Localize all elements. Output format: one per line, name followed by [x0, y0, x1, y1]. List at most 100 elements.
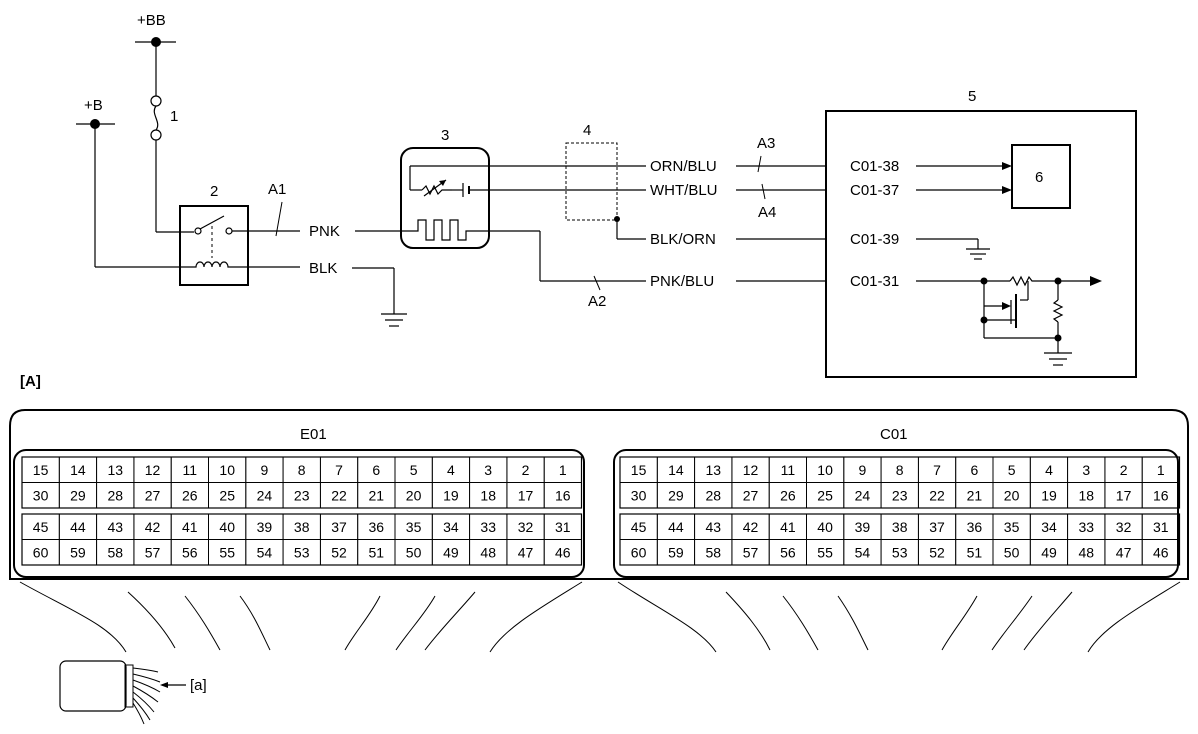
e01-pin-57: 57 [145, 544, 161, 560]
e01-pin-29: 29 [70, 487, 86, 503]
c01-pin-26: 26 [780, 487, 796, 503]
e01-pin-38: 38 [294, 519, 310, 535]
e01-pin-32: 32 [518, 519, 534, 535]
c01-pin-42: 42 [743, 519, 759, 535]
e01-pin-19: 19 [443, 487, 459, 503]
e01-pin-1: 1 [559, 462, 567, 478]
e01-pin-cell [543, 482, 582, 509]
sensor-number: 3 [441, 127, 449, 144]
e01-pin-23: 23 [294, 487, 310, 503]
c01-pin-43: 43 [706, 519, 722, 535]
sensor-3: 3 [400, 127, 540, 249]
e01-pin-36: 36 [369, 519, 385, 535]
e01-pin-56: 56 [182, 544, 198, 560]
shield-number: 4 [583, 122, 591, 139]
e01-pin-13: 13 [108, 462, 124, 478]
e01-pin-4: 4 [447, 462, 455, 478]
c01-pin-12: 12 [743, 462, 759, 478]
marker-a2: A2 [588, 293, 606, 310]
e01-pin-16: 16 [555, 487, 571, 503]
c01-pin-25: 25 [817, 487, 833, 503]
c01-pin-40: 40 [817, 519, 833, 535]
c01-pin-cell [1141, 539, 1180, 566]
c01-pin-46: 46 [1153, 544, 1169, 560]
c01-pin-57: 57 [743, 544, 759, 560]
e01-pin-53: 53 [294, 544, 310, 560]
e01-pin-60: 60 [33, 544, 49, 560]
e01-pin-17: 17 [518, 487, 534, 503]
ecu-block-number: 6 [1035, 169, 1043, 186]
c01-pin-49: 49 [1041, 544, 1057, 560]
e01-pin-30: 30 [33, 487, 49, 503]
c01-pin-2: 2 [1120, 462, 1128, 478]
c01-pin-11: 11 [781, 462, 796, 478]
e01-pin-5: 5 [410, 462, 418, 478]
c01-pin-3: 3 [1082, 462, 1090, 478]
bb-supply: +BB [135, 12, 176, 96]
connector-e01-name: E01 [300, 426, 327, 443]
e01-pin-21: 21 [369, 487, 385, 503]
e01-pin-20: 20 [406, 487, 422, 503]
e01-pin-27: 27 [145, 487, 161, 503]
c01-pin-23: 23 [892, 487, 908, 503]
connector-e01 [13, 449, 585, 578]
section-label-a: [A] [20, 373, 41, 390]
e01-pin-58: 58 [108, 544, 124, 560]
e01-pin-50: 50 [406, 544, 422, 560]
c01-pin-19: 19 [1041, 487, 1057, 503]
fuse-number: 1 [170, 108, 178, 125]
wire-orn-blu: ORN/BLU [650, 158, 717, 175]
e01-pin-52: 52 [331, 544, 347, 560]
harness-label: [a] [190, 677, 207, 694]
ground-symbol-1 [381, 313, 407, 327]
e01-pin-45: 45 [33, 519, 49, 535]
c01-pin-1: 1 [1157, 462, 1165, 478]
ecu-number: 5 [968, 88, 976, 105]
c01-pin-37: 37 [929, 519, 945, 535]
c01-pin-7: 7 [933, 462, 941, 478]
c01-pin-31: 31 [1153, 519, 1169, 535]
ecu-5: 5 C01-38 C01-37 6 C01-39 C01-31 [825, 88, 1137, 378]
e01-pin-55: 55 [219, 544, 235, 560]
c01-pin-6: 6 [971, 462, 979, 478]
c01-pin-16: 16 [1153, 487, 1169, 503]
c01-pin-20: 20 [1004, 487, 1020, 503]
e01-pin-14: 14 [70, 462, 86, 478]
c01-pin-58: 58 [706, 544, 722, 560]
bb-label: +BB [137, 12, 166, 29]
e01-pin-11: 11 [183, 462, 198, 478]
c01-pin-39: 39 [855, 519, 871, 535]
c01-pin-17: 17 [1116, 487, 1132, 503]
c01-pin-33: 33 [1079, 519, 1095, 535]
e01-pin-41: 41 [182, 519, 198, 535]
c01-pin-53: 53 [892, 544, 908, 560]
c01-pin-38: 38 [892, 519, 908, 535]
e01-pin-59: 59 [70, 544, 86, 560]
c01-pin-56: 56 [780, 544, 796, 560]
e01-pin-48: 48 [480, 544, 496, 560]
c01-pin-29: 29 [668, 487, 684, 503]
c01-pin-9: 9 [859, 462, 867, 478]
c01-pin-4: 4 [1045, 462, 1053, 478]
e01-pin-2: 2 [522, 462, 530, 478]
marker-a3: A3 [757, 135, 775, 152]
c01-pin-24: 24 [855, 487, 871, 503]
e01-pin-54: 54 [257, 544, 273, 560]
c01-pin-52: 52 [929, 544, 945, 560]
c01-pin-15: 15 [631, 462, 647, 478]
c01-pin-36: 36 [967, 519, 983, 535]
plug-body [59, 660, 127, 712]
ground-symbol-2 [966, 248, 990, 260]
wire-pnk-blu: PNK/BLU [650, 273, 714, 290]
c01-pin-55: 55 [817, 544, 833, 560]
e01-pin-22: 22 [331, 487, 347, 503]
c01-pin-47: 47 [1116, 544, 1132, 560]
b-label: +B [84, 97, 103, 114]
c01-pin-35: 35 [1004, 519, 1020, 535]
schematic: +BB 1 +B 2 [76, 12, 1137, 378]
e01-pin-3: 3 [484, 462, 492, 478]
marker-a1: A1 [268, 181, 286, 198]
relay-2: 2 [179, 183, 300, 286]
